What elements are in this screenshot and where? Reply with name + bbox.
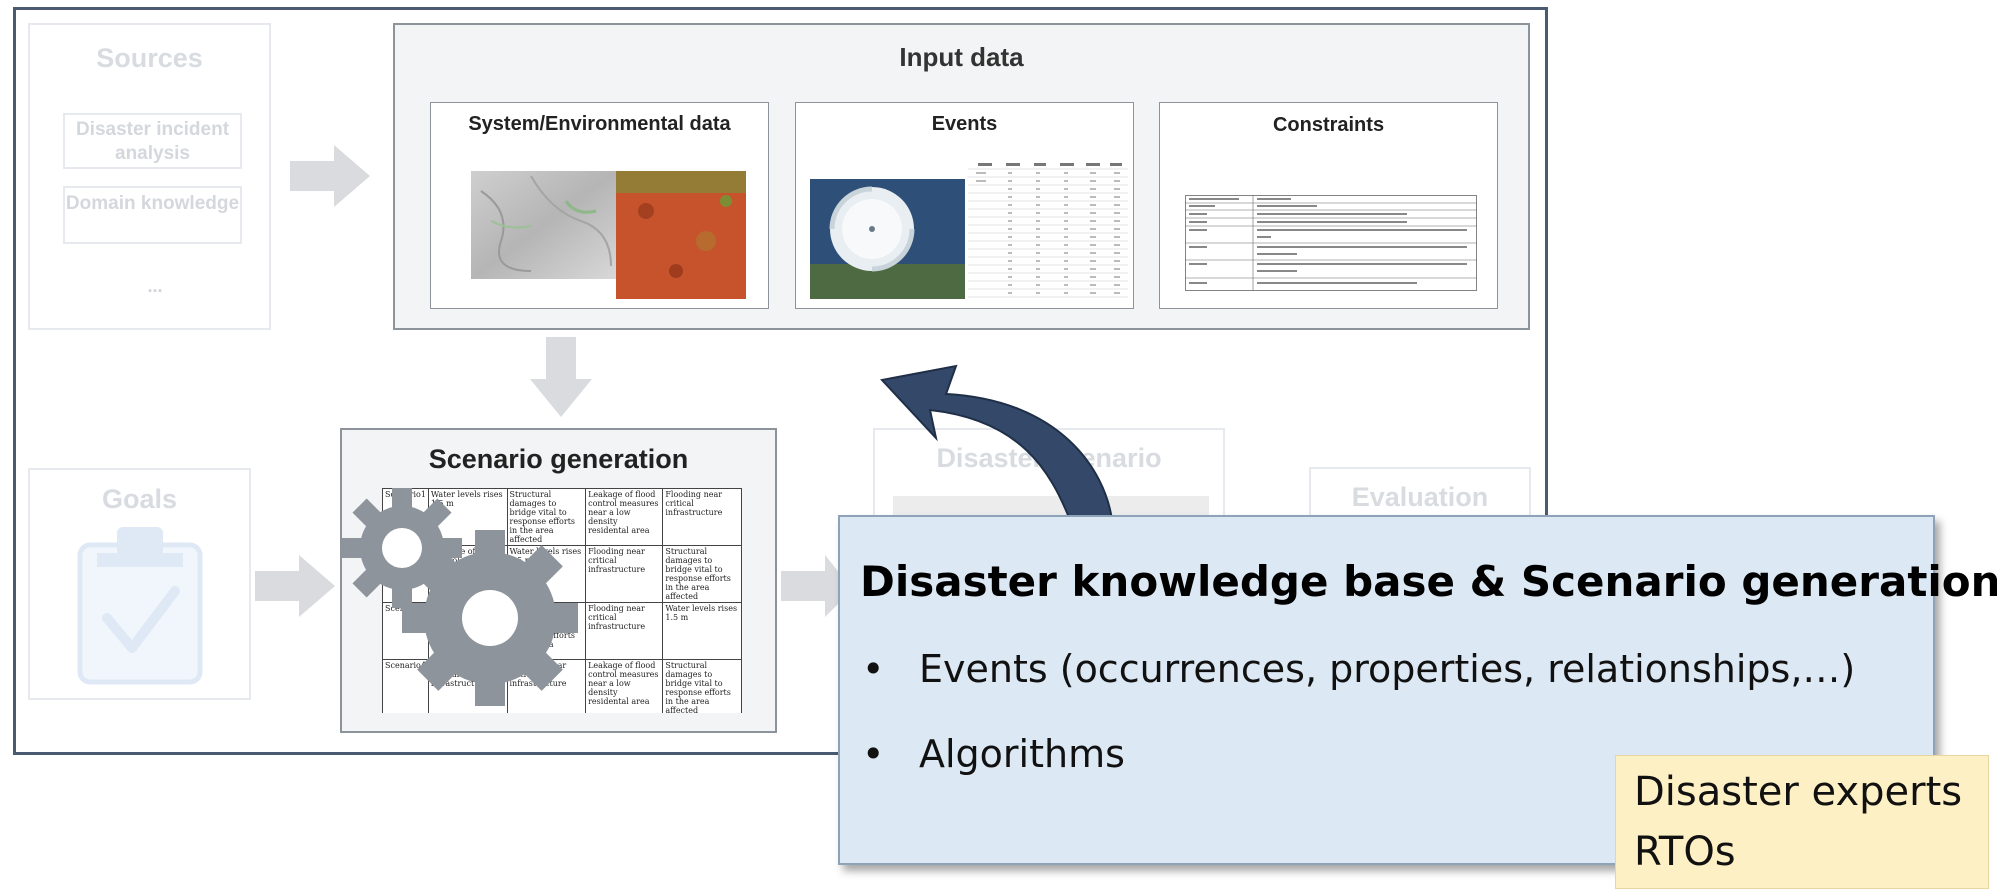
disaster-scenario-preview bbox=[893, 496, 1209, 518]
constraints-table-image bbox=[1185, 195, 1477, 291]
bullet-events: Events (occurrences, properties, relatio… bbox=[919, 647, 1856, 691]
bullet-algorithms: Algorithms bbox=[919, 732, 1125, 776]
events-data-table-image bbox=[968, 159, 1128, 301]
popup-title: Disaster knowledge base & Scenario gener… bbox=[860, 557, 1997, 606]
scenario-event-cell: Leakage of flood control measures near a… bbox=[585, 659, 664, 713]
scenario-event-cell: Structural damages to bridge vital to re… bbox=[506, 488, 587, 546]
evaluation-title: Evaluation bbox=[1351, 482, 1489, 512]
note-line-rtos: RTOs bbox=[1634, 829, 1736, 875]
events-card-title: Events bbox=[931, 113, 998, 135]
constraints-card: Constraints bbox=[1159, 102, 1498, 309]
clipboard-check-icon bbox=[77, 527, 203, 685]
scenario-event-cell: Water levels rises 1.5 m bbox=[662, 602, 742, 660]
scenario-event-cell: Structural damages to bridge vital to re… bbox=[662, 545, 742, 603]
callout-arrow-icon bbox=[880, 364, 1114, 521]
terrain-map-image bbox=[471, 171, 616, 279]
bullet-dot: • bbox=[862, 732, 885, 776]
input-data-title: Input data bbox=[899, 42, 1024, 72]
sources-box: Sources bbox=[28, 23, 271, 330]
sources-title: Sources bbox=[96, 43, 203, 73]
gear-icon bbox=[342, 488, 578, 706]
knowledge-base-popup: Disaster knowledge base & Scenario gener… bbox=[838, 515, 1997, 865]
source-item-domain-knowledge: Domain knowledge bbox=[63, 186, 242, 244]
goals-title: Goals bbox=[101, 484, 178, 514]
scenario-generation-title: Scenario generation bbox=[428, 444, 689, 474]
scenario-event-cell: Flooding near critical infrastructure bbox=[585, 545, 664, 603]
constraints-card-title: Constraints bbox=[1272, 114, 1385, 136]
scenario-label-cell: Scenario4 bbox=[382, 659, 429, 713]
scenario-event-cell: Leakage of flood control measures near a… bbox=[585, 488, 664, 546]
arrow-down-icon bbox=[530, 337, 592, 417]
source-item-more: ... bbox=[147, 276, 163, 296]
stakeholders-note: Disaster experts RTOs bbox=[1615, 755, 1989, 889]
arrow-right-icon bbox=[781, 555, 841, 617]
source-item-incident-analysis: Disaster incident analysis bbox=[63, 113, 242, 169]
system-environmental-card: System/Environmental data bbox=[430, 102, 769, 309]
events-card: Events bbox=[795, 102, 1134, 309]
system-card-title: System/Environmental data bbox=[468, 113, 731, 135]
bullet-dot: • bbox=[862, 647, 885, 691]
arrow-right-icon bbox=[290, 145, 370, 207]
hurricane-satellite-image bbox=[810, 179, 965, 299]
arrow-right-icon bbox=[255, 555, 335, 617]
scenario-event-cell: Flooding near critical infrastructure bbox=[585, 602, 664, 660]
scenario-event-cell: Flooding near critical infrastructure bbox=[662, 488, 742, 546]
note-line-experts: Disaster experts bbox=[1634, 769, 1963, 815]
scenario-event-cell: Structural damages to bridge vital to re… bbox=[662, 659, 742, 713]
vegetation-map-image bbox=[616, 171, 746, 299]
goals-box: Goals bbox=[28, 468, 251, 700]
